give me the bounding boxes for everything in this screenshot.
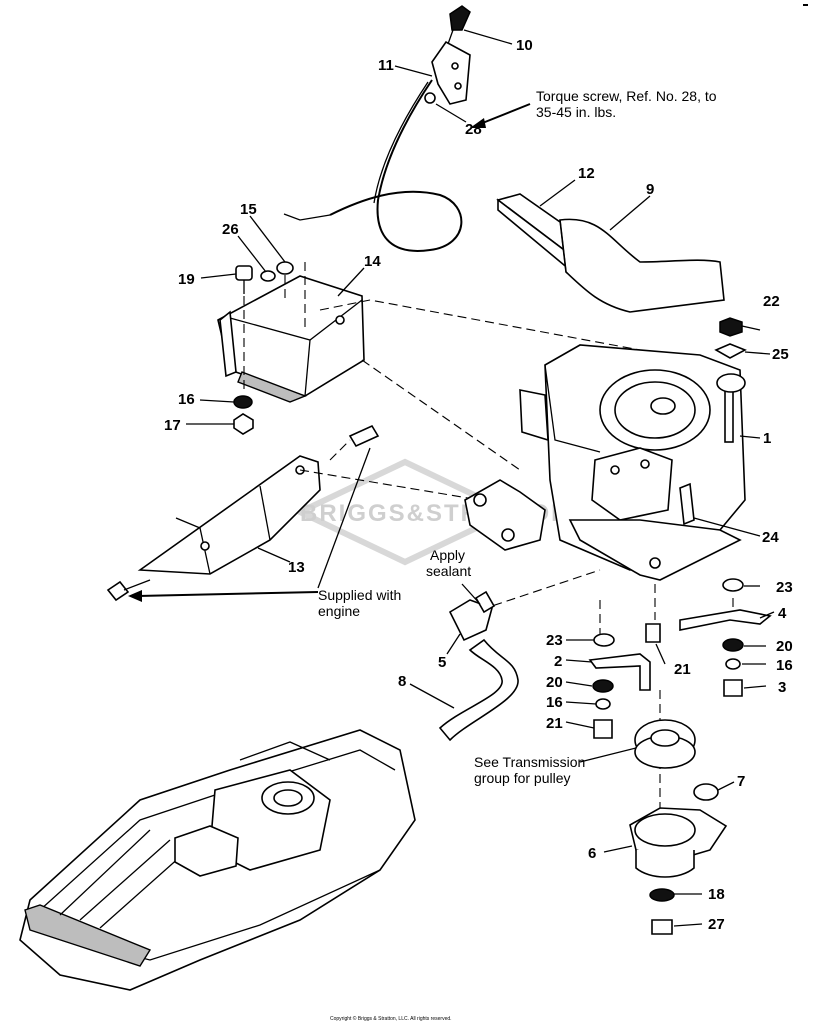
bolt-upper (348, 424, 380, 448)
callout-2: 2 (554, 653, 562, 670)
drain-hose-8 (438, 638, 519, 742)
bracket-4 (679, 609, 772, 631)
bolt-21-upper (645, 623, 661, 643)
callout-numbers: 10 11 28 12 9 15 26 19 14 22 25 16 17 1 … (164, 37, 793, 933)
stud-24 (679, 482, 695, 526)
lockwasher-16-left (595, 698, 611, 710)
washer-20-right (722, 638, 744, 652)
washer-23-left (593, 633, 615, 647)
callout-12: 12 (578, 165, 595, 182)
supplied-note-line1: Supplied with (318, 587, 401, 603)
screw-19 (235, 265, 253, 281)
engine-block-front (591, 447, 673, 521)
clutch-pulley-assembly (629, 719, 728, 935)
cable-end (283, 213, 331, 221)
callout-1: 1 (763, 430, 771, 447)
callout-19: 19 (178, 271, 195, 288)
washer-25 (714, 343, 747, 359)
bolt-27 (651, 919, 673, 935)
callout-16-center: 16 (546, 694, 563, 711)
callout-16-right: 16 (776, 657, 793, 674)
callout-8: 8 (398, 673, 406, 690)
oil-drain-assembly (438, 590, 519, 742)
callout-28: 28 (465, 121, 482, 138)
throttle-bracket (431, 40, 471, 105)
torque-note-line1: Torque screw, Ref. No. 28, to (536, 88, 717, 104)
callout-15: 15 (240, 201, 257, 218)
spacer-7 (693, 783, 719, 801)
callout-20-left: 20 (546, 674, 563, 691)
washer-16 (233, 395, 253, 409)
callout-6: 6 (588, 845, 596, 862)
callout-9: 9 (646, 181, 654, 198)
engine-base (568, 519, 742, 581)
callout-21-upper: 21 (674, 661, 691, 678)
screw-28-part (424, 92, 436, 104)
throttle-control-assembly (283, 5, 471, 252)
washer-20-left (592, 679, 614, 693)
elbow-fitting-5 (448, 599, 493, 642)
callout-7: 7 (737, 773, 745, 790)
callout-20-right: 20 (776, 638, 793, 655)
chassis-control-box (174, 825, 239, 877)
corner-mark (803, 4, 808, 6)
callout-24: 24 (762, 529, 779, 546)
callout-22: 22 (763, 293, 780, 310)
annotations: Torque screw, Ref. No. 28, to 35-45 in. … (318, 88, 717, 786)
sealant-note-line2: sealant (426, 563, 471, 579)
engine-cover-parts (496, 193, 725, 313)
leader-lines (128, 29, 775, 927)
callout-23-left: 23 (546, 632, 563, 649)
nut-17 (233, 413, 254, 435)
lockwasher-16-right (725, 658, 741, 670)
tractor-chassis-overview (19, 729, 416, 991)
callout-3: 3 (778, 679, 786, 696)
callout-4: 4 (778, 605, 787, 622)
callout-5: 5 (438, 654, 446, 671)
washer-23-right (722, 578, 744, 592)
callout-26: 26 (222, 221, 239, 238)
callout-23-right: 23 (776, 579, 793, 596)
part-9 (559, 218, 725, 313)
washer-26 (260, 270, 276, 282)
throttle-knob (449, 5, 471, 31)
engine-part-1 (464, 344, 746, 581)
bolt-lower (106, 580, 130, 602)
pulley-note-line1: See Transmission (474, 754, 585, 770)
callout-18: 18 (708, 886, 725, 903)
copyright-footer: Copyright © Briggs & Stratton, LLC. All … (330, 1015, 452, 1022)
nut-22 (719, 317, 743, 337)
mounting-hardware (588, 578, 772, 739)
callout-14: 14 (364, 253, 381, 270)
washer-18 (649, 888, 675, 902)
callout-16-left: 16 (178, 391, 195, 408)
sealant-note-line1: Apply (430, 547, 465, 563)
callout-25: 25 (772, 346, 789, 363)
callout-21-lower: 21 (546, 715, 563, 732)
callout-13: 13 (288, 559, 305, 576)
callout-10: 10 (516, 37, 533, 54)
torque-note-line2: 35-45 in. lbs. (536, 104, 616, 120)
callout-11: 11 (378, 57, 394, 74)
bolt-3 (723, 679, 743, 697)
pulley-note-line2: group for pulley (474, 770, 571, 786)
callout-17: 17 (164, 417, 181, 434)
control-box-assembly (217, 261, 365, 435)
callout-27: 27 (708, 916, 725, 933)
bolt-21-lower (593, 719, 613, 739)
bracket-13-assembly (106, 424, 380, 602)
supplied-note-line2: engine (318, 603, 360, 619)
bracket-13 (137, 455, 321, 575)
washer-15 (276, 261, 294, 275)
bracket-2 (588, 653, 651, 691)
